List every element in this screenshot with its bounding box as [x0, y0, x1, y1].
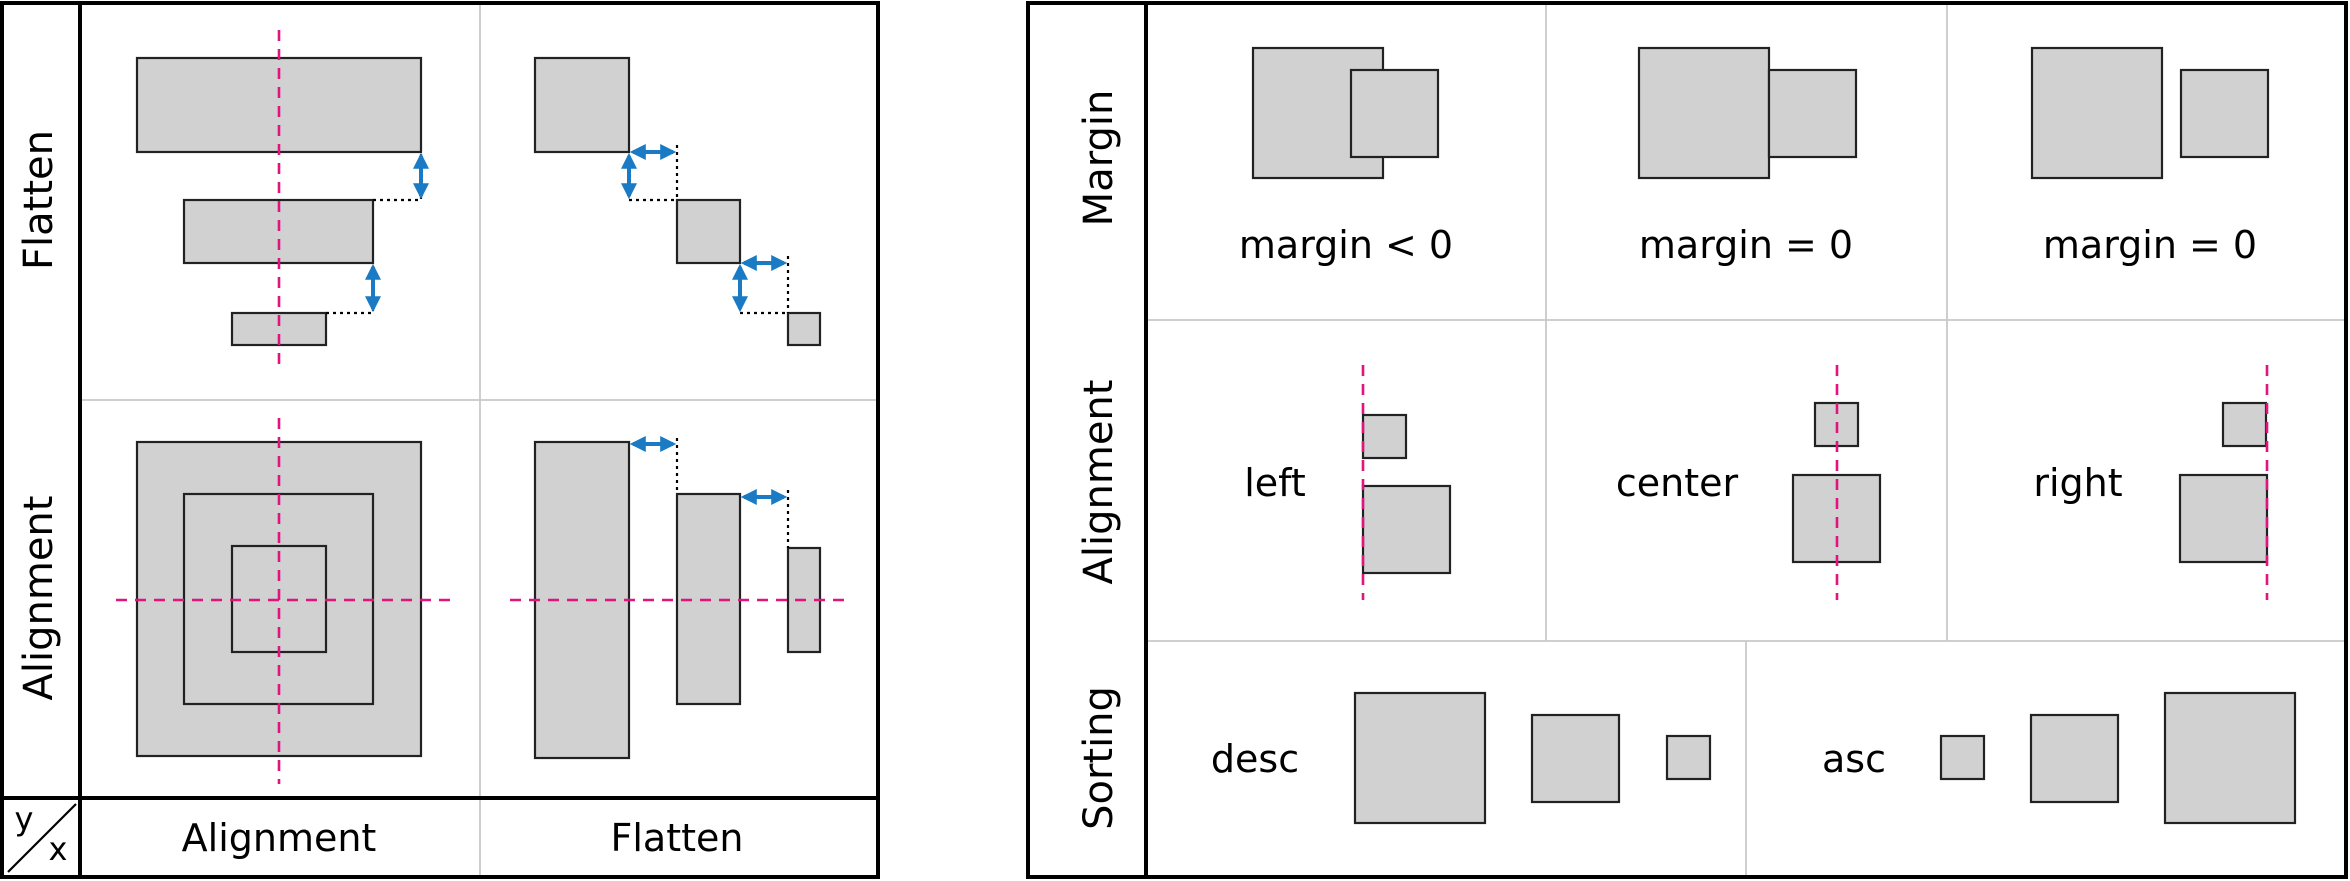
box-small [2221, 401, 2268, 448]
box-medium [1530, 713, 1621, 804]
row-label-margin: Margin [1076, 90, 1122, 227]
cell-alignment-alignment [116, 418, 452, 784]
col-label-alignment: Alignment [182, 816, 377, 860]
corner-diagonal [7, 803, 77, 873]
sorting-label: asc [1822, 737, 1886, 781]
corner-y-label: y [15, 800, 34, 838]
box-large [1353, 691, 1487, 825]
box-large [1361, 484, 1452, 575]
right-panel: Margin Alignment Sorting margin < 0 marg… [1026, 1, 2348, 879]
gap-guide [373, 152, 423, 202]
cell-sorting-desc: desc [1211, 691, 1712, 825]
row-label-alignment: Alignment [16, 496, 62, 701]
cell-alignment-right: right [2033, 365, 2269, 600]
cell-alignment-center: center [1616, 365, 1882, 600]
margin-label: margin = 0 [2043, 223, 2257, 267]
box-small-adjacent [1767, 68, 1858, 159]
row-label-alignment: Alignment [1076, 380, 1122, 585]
box-large [1637, 46, 1771, 180]
gap-guide [326, 263, 375, 315]
box-large [2163, 691, 2297, 825]
cell-margin-zero-gap: margin = 0 [2030, 46, 2270, 267]
box-large [533, 56, 631, 154]
col-label-flatten: Flatten [611, 816, 744, 860]
box-medium [675, 198, 742, 265]
alignment-label: right [2033, 461, 2122, 505]
cell-alignment-left: left [1244, 365, 1452, 600]
box-small [1939, 734, 1986, 781]
alignment-label: left [1244, 461, 1306, 505]
margin-label: margin = 0 [1639, 223, 1853, 267]
left-panel-frame [0, 1, 880, 879]
box-medium [2029, 713, 2120, 804]
cell-margin-zero-touching: margin = 0 [1637, 46, 1858, 267]
cell-flatten-flatten [533, 56, 822, 347]
cell-alignment-flatten [510, 436, 850, 760]
row-label-sorting: Sorting [1076, 686, 1122, 830]
left-panel: y x Flatten Alignment Alignment Flatten [0, 1, 880, 879]
box-small [1665, 734, 1712, 781]
box-small-overlapping [1349, 68, 1440, 159]
cell-sorting-asc: asc [1822, 691, 2297, 825]
box-large [2178, 473, 2269, 564]
sorting-label: desc [1211, 737, 1299, 781]
box-large [2030, 46, 2164, 180]
cell-margin-negative: margin < 0 [1239, 46, 1453, 267]
cell-flatten-alignment [135, 30, 429, 372]
box-small [786, 311, 822, 347]
box-small [1361, 413, 1408, 460]
box-small-spaced [2179, 68, 2270, 159]
margin-label: margin < 0 [1239, 223, 1453, 267]
row-label-flatten: Flatten [16, 130, 62, 270]
alignment-label: center [1616, 461, 1739, 505]
right-panel-frame [1026, 1, 2348, 879]
corner-x-label: x [49, 830, 68, 868]
